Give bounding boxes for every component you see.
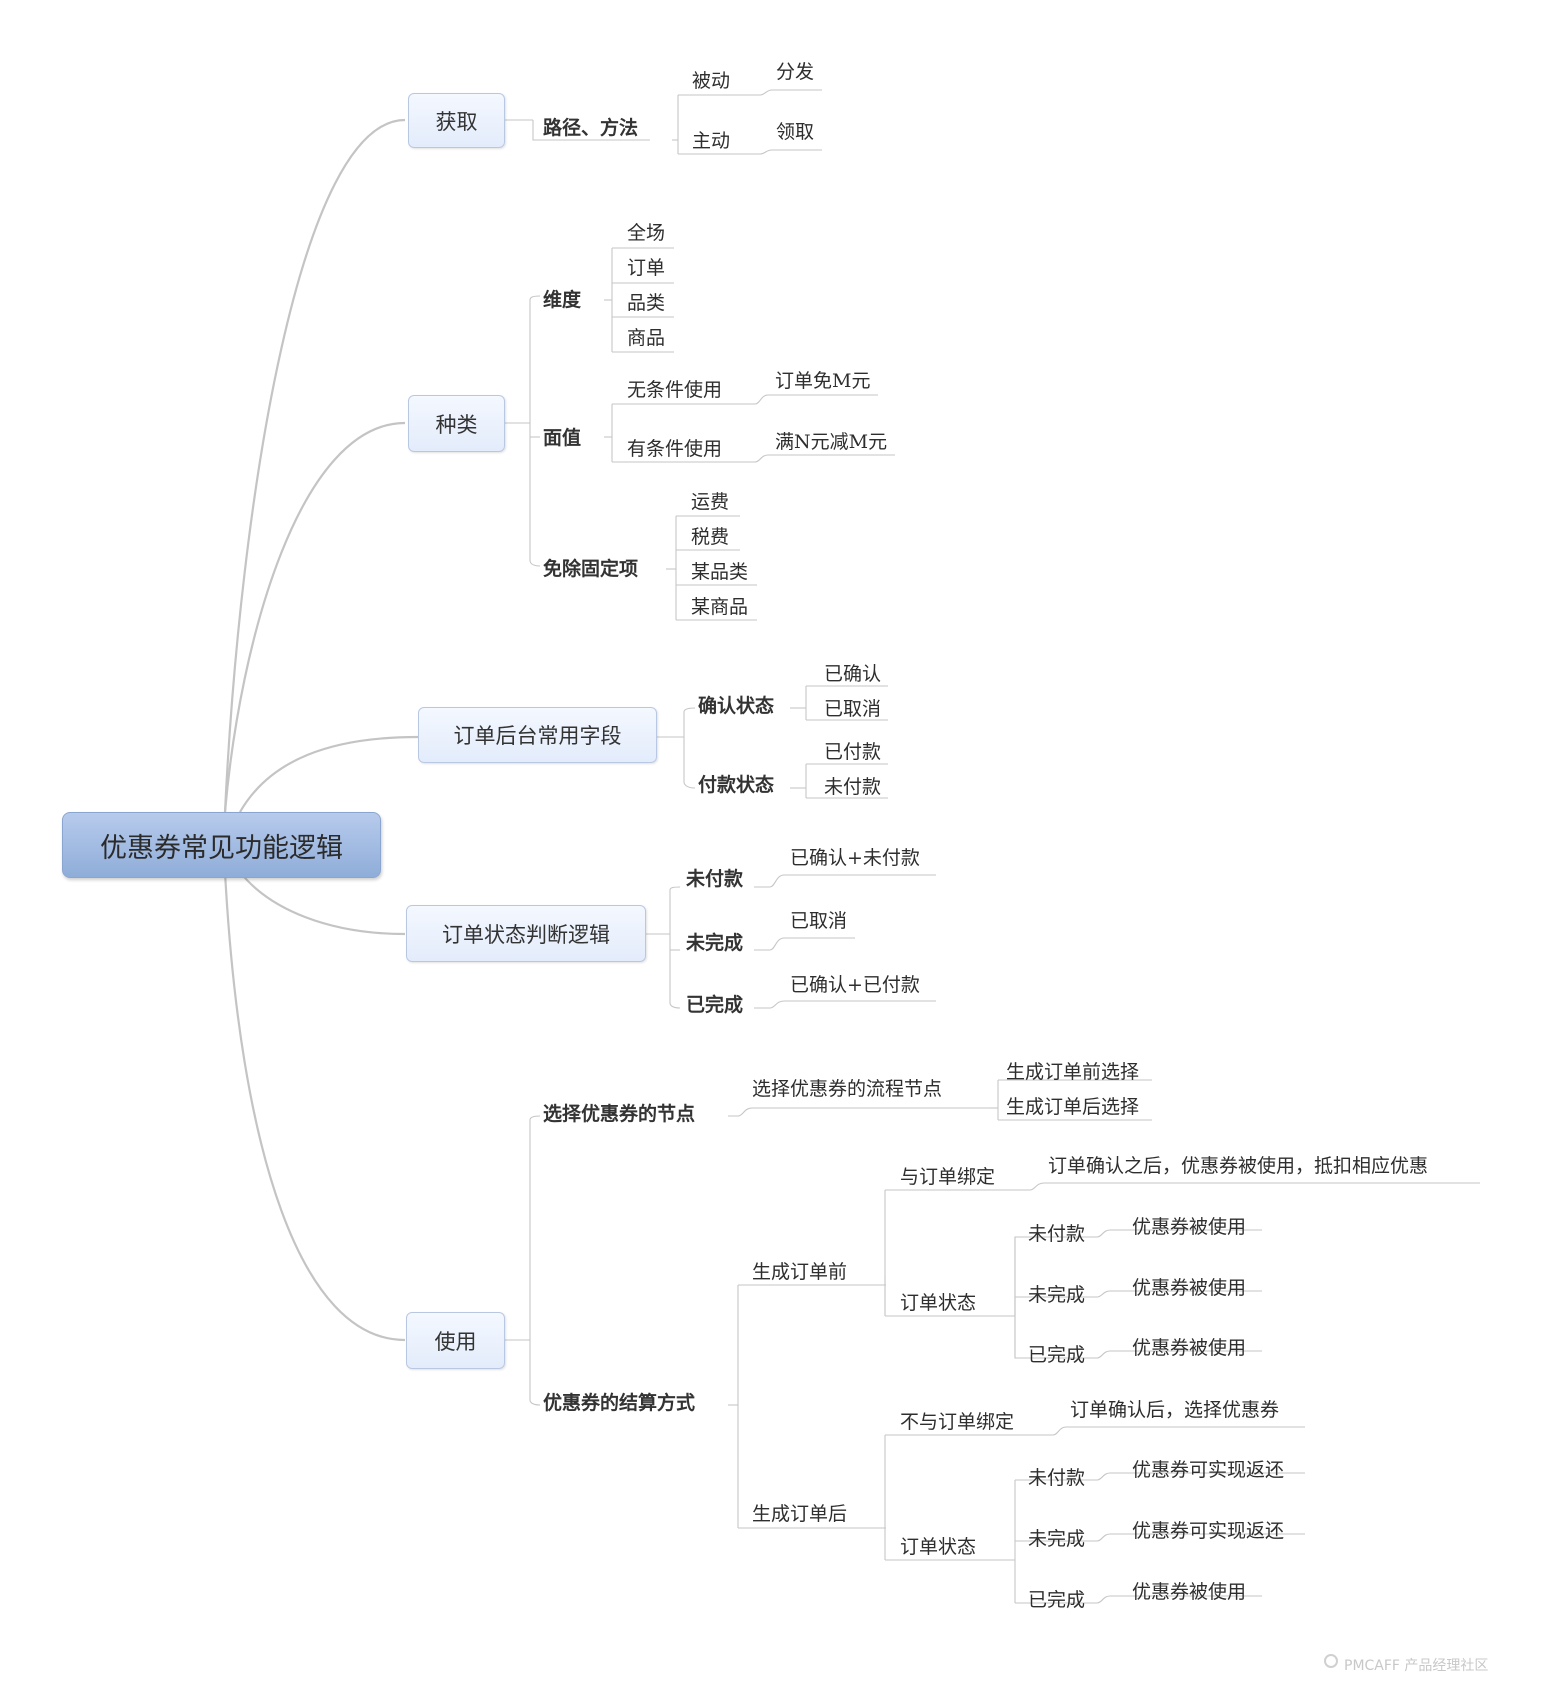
- before-status-state: 未完成: [1028, 1284, 1086, 1306]
- exempt-item: 运费: [691, 491, 730, 513]
- conditional-leaf: 满N元减M元: [775, 431, 888, 453]
- after-status-result: 优惠券可实现返还: [1132, 1520, 1285, 1542]
- before-status-result: 优惠券被使用: [1132, 1277, 1247, 1299]
- status-completed-label: 已完成: [686, 994, 744, 1016]
- dimension-item: 品类: [627, 292, 666, 314]
- acquire-active-leaf: 领取: [776, 121, 815, 143]
- types-dimension-label: 维度: [543, 289, 582, 311]
- flow-item: 生成订单前选择: [1006, 1061, 1140, 1083]
- watermark-logo-icon: [1324, 1654, 1338, 1668]
- usage-after-label: 生成订单后: [752, 1503, 848, 1525]
- usage-before-label: 生成订单前: [752, 1261, 848, 1283]
- before-status-result: 优惠券被使用: [1132, 1216, 1247, 1238]
- usage-bind-leaf: 订单确认之后，优惠券被使用，抵扣相应优惠: [1048, 1155, 1429, 1177]
- root-topic[interactable]: 优惠券常见功能逻辑: [62, 812, 381, 878]
- unconditional-label: 无条件使用: [627, 379, 723, 401]
- root-to-acquire-connector: [223, 118, 406, 813]
- branch-acquire[interactable]: 获取: [408, 93, 505, 148]
- usage-flow-node-label: 选择优惠券的流程节点: [752, 1078, 943, 1100]
- root-to-status-connector: [239, 871, 406, 936]
- root-to-usage-connector: [223, 871, 406, 1342]
- acquire-active-label: 主动: [692, 130, 731, 152]
- branch-backend-fields[interactable]: 订单后台常用字段: [418, 707, 657, 763]
- exempt-item: 某商品: [691, 596, 749, 618]
- before-status-state: 已完成: [1028, 1344, 1086, 1366]
- after-status-result: 优惠券被使用: [1132, 1581, 1247, 1603]
- dimension-item: 商品: [627, 327, 666, 349]
- after-status-state: 未付款: [1028, 1467, 1086, 1489]
- usage-before-status-label: 订单状态: [900, 1292, 977, 1314]
- dimension-item: 全场: [627, 222, 666, 244]
- after-status-state: 未完成: [1028, 1528, 1086, 1550]
- payment-item: 未付款: [824, 776, 882, 798]
- before-status-result: 优惠券被使用: [1132, 1337, 1247, 1359]
- status-incomplete-leaf: 已取消: [790, 910, 848, 932]
- usage-after-status-label: 订单状态: [900, 1536, 977, 1558]
- status-completed-leaf: 已确认+已付款: [790, 974, 920, 996]
- payment-status-label: 付款状态: [698, 774, 775, 796]
- conditional-label: 有条件使用: [627, 438, 723, 460]
- usage-nobind-label: 不与订单绑定: [900, 1411, 1015, 1433]
- acquire-passive-label: 被动: [692, 70, 731, 92]
- usage-select-node-label: 选择优惠券的节点: [543, 1103, 696, 1125]
- root-to-types-connector: [223, 421, 406, 813]
- dimension-item: 订单: [627, 257, 666, 279]
- branch-usage[interactable]: 使用: [406, 1312, 505, 1369]
- exempt-item: 某品类: [691, 561, 749, 583]
- confirm-status-label: 确认状态: [698, 695, 775, 717]
- before-status-state: 未付款: [1028, 1223, 1086, 1245]
- after-status-result: 优惠券可实现返还: [1132, 1459, 1285, 1481]
- root-to-backend-connector: [239, 735, 419, 813]
- payment-item: 已付款: [824, 741, 882, 763]
- exempt-item: 税费: [691, 526, 730, 548]
- usage-bind-label: 与订单绑定: [900, 1166, 996, 1188]
- flow-item: 生成订单后选择: [1006, 1096, 1140, 1118]
- confirm-item: 已确认: [824, 663, 882, 685]
- confirm-item: 已取消: [824, 698, 882, 720]
- types-face-value-label: 面值: [543, 427, 582, 449]
- after-status-state: 已完成: [1028, 1589, 1086, 1611]
- status-unpaid-leaf: 已确认+未付款: [790, 847, 920, 869]
- branch-types[interactable]: 种类: [408, 395, 505, 452]
- types-exempt-label: 免除固定项: [543, 558, 639, 580]
- usage-settlement-label: 优惠券的结算方式: [543, 1392, 696, 1414]
- status-incomplete-label: 未完成: [686, 932, 744, 954]
- status-unpaid-label: 未付款: [686, 868, 744, 890]
- branch-status-logic[interactable]: 订单状态判断逻辑: [406, 905, 646, 962]
- usage-nobind-leaf: 订单确认后，选择优惠券: [1070, 1399, 1280, 1421]
- watermark-text: PMCAFF 产品经理社区: [1344, 1658, 1489, 1674]
- acquire-passive-leaf: 分发: [776, 61, 815, 83]
- acquire-path-label: 路径、方法: [543, 117, 639, 139]
- unconditional-leaf: 订单免M元: [775, 370, 871, 392]
